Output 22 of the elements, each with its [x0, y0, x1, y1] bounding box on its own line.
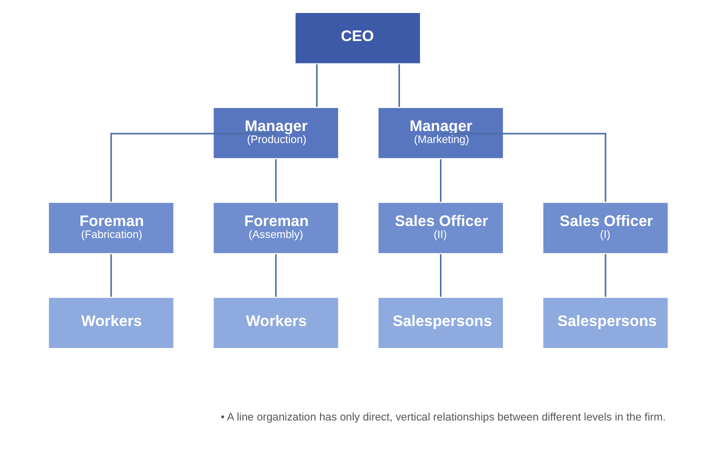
connector — [110, 254, 112, 297]
node-box: Workers — [47, 296, 174, 350]
connector — [274, 159, 276, 202]
node-box: Sales Officer (II) — [376, 202, 504, 254]
node-box: Foreman (Fabrication) — [47, 202, 174, 254]
node-box: Salespersons — [376, 296, 504, 350]
node-box: Sales Officer (I) — [542, 202, 668, 254]
connector — [316, 64, 318, 107]
connector — [604, 254, 606, 297]
connector — [398, 64, 400, 107]
connector — [440, 132, 606, 202]
label: • A line organization has only direct, vertical relationships between different levels in the firm. — [220, 412, 666, 424]
node-box: Foreman (Assembly) — [212, 202, 339, 254]
connector — [439, 159, 441, 202]
connector — [110, 132, 276, 202]
node-box: Salespersons — [542, 296, 668, 350]
node-box: Manager (Marketing) — [376, 106, 504, 160]
node-box: Manager (Production) — [212, 106, 339, 160]
node-box: CEO — [294, 12, 421, 64]
connector — [274, 254, 276, 297]
connector — [439, 254, 441, 297]
node-box: Workers — [212, 296, 339, 350]
